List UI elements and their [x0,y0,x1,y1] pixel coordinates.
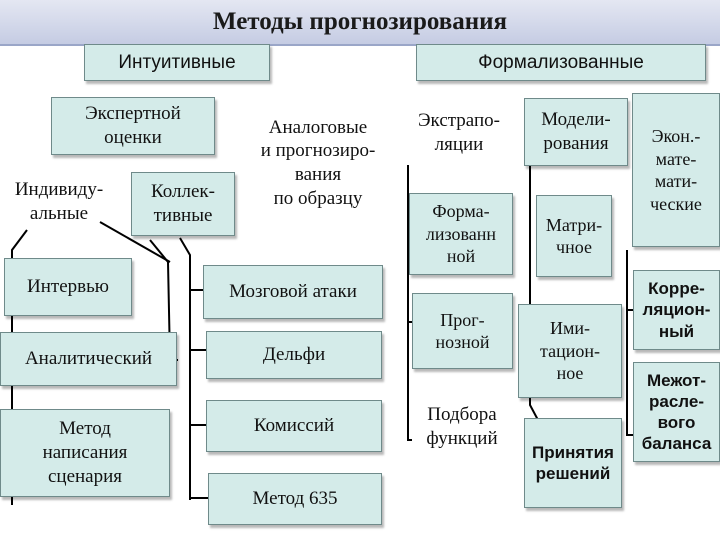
connector-expert-diagonal-1 [99,221,171,263]
node-prognostic: Прог- нозной [412,293,513,369]
connector-modeling-trunk [529,165,539,421]
node-analytic: Аналитический [0,332,177,386]
node-econ-math: Экон.- мате- мати- ческие [632,93,720,247]
node-function-fitting: Подбора функций [426,404,498,449]
node-decision-making: Принятия решений [524,418,622,508]
node-correlation: Корре- ляцион- ный [633,270,720,350]
node-formalized-model: Форма- лизованн ной [409,193,513,275]
node-matrix: Матри- чное [536,195,612,277]
node-interview: Интервью [4,258,132,316]
node-scenario-writing: Метод написания сценария [0,409,170,497]
connector-extrapolation-trunk [407,165,412,441]
connector-expert-diagonal-2 [149,239,169,263]
node-delphi: Дельфи [206,331,382,379]
node-expert-assessment: Экспертной оценки [51,97,215,155]
page-title: Методы прогнозирования [212,8,508,35]
node-method-635: Метод 635 [208,473,382,525]
node-extrapolation: Экстрапо- ляции [418,110,500,155]
node-analog-forecasting: Аналоговые и прогнозиро- вания по образц… [260,116,376,209]
connector-collective-trunk [179,237,191,500]
node-modeling: Модели- рования [524,98,628,166]
connector-econmath-trunk [626,250,633,436]
node-individual: Индивиду- альные [14,179,104,224]
group-intuitive: Интуитивные [84,44,270,81]
title-band [0,0,720,46]
group-formalized: Формализованные [416,44,706,81]
node-simulation: Ими- тацион- ное [518,304,622,398]
node-intersectoral-balance: Межот- расле- вого баланса [633,362,720,462]
node-collective: Коллек- тивные [131,172,235,236]
node-commission: Комиссий [206,400,382,452]
node-brainstorm: Мозговой атаки [203,265,383,319]
